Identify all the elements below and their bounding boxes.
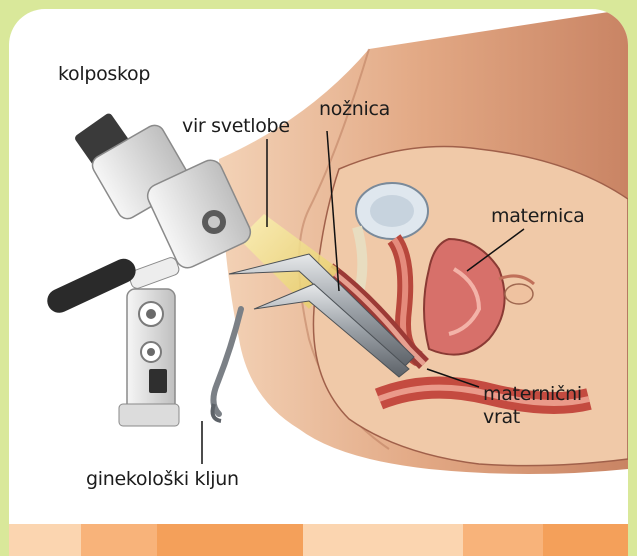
label-uterus: maternica	[491, 205, 584, 227]
stripe-1	[9, 524, 81, 556]
label-cervix-line1: maternični	[483, 383, 582, 405]
label-vagina: nožnica	[319, 98, 390, 120]
stripe-3	[157, 524, 303, 556]
footer-stripes	[9, 524, 628, 556]
diagram-card: kolposkop vir svetlobe nožnica maternica…	[9, 9, 628, 524]
anatomy-illustration	[9, 9, 628, 524]
label-speculum: ginekološki kljun	[86, 468, 239, 490]
label-light-source: vir svetlobe	[182, 115, 290, 137]
diagram-frame: kolposkop vir svetlobe nožnica maternica…	[9, 9, 628, 547]
label-cervix-line2: vrat	[483, 406, 520, 428]
stripe-6	[543, 524, 628, 556]
stripe-4	[303, 524, 463, 556]
stripe-2	[81, 524, 157, 556]
stripe-5	[463, 524, 543, 556]
label-colposcope: kolposkop	[58, 63, 150, 85]
